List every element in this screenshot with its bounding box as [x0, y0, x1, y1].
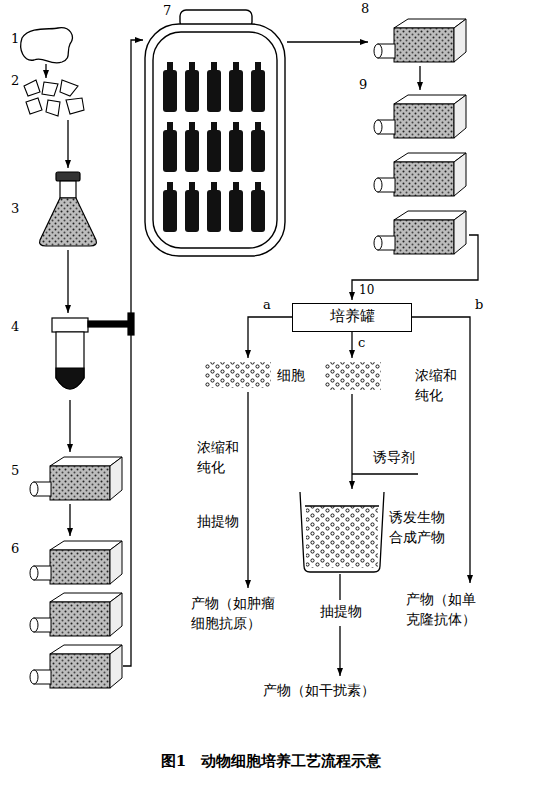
- digestion-flask: [40, 172, 97, 246]
- flow-label: 抽提物: [319, 602, 363, 622]
- product-label: 产物（如干扰素）: [262, 681, 376, 701]
- culture-bottle: [30, 593, 122, 636]
- flow-label: 浓缩和纯化: [196, 438, 241, 477]
- product-label: 产物（如肿瘤细胞抗原）: [190, 594, 277, 633]
- cell-cluster: [325, 362, 381, 390]
- figure-caption: 图1 动物细胞培养工艺流程示意: [0, 752, 542, 771]
- step-arrow: [123, 40, 143, 666]
- culture-bottle: [30, 541, 122, 584]
- branch-letter: a: [262, 296, 272, 314]
- flow-label: 诱发生物合成产物: [388, 508, 447, 547]
- step-arrow: [69, 504, 70, 536]
- step-arrow: [287, 41, 368, 42]
- step-number: 4: [10, 318, 20, 336]
- step-arrow: [67, 120, 68, 168]
- induction-beaker: [300, 492, 384, 572]
- roller-bottle-incubator: [145, 10, 285, 256]
- culture-bottle: [374, 95, 466, 138]
- culture-bottle: [30, 645, 122, 688]
- step-number: 5: [10, 462, 20, 480]
- branch-arrow: [351, 332, 352, 358]
- centrifuge-tube: [52, 313, 134, 389]
- flow-arrow: [351, 394, 352, 489]
- step-number: 1: [10, 30, 20, 48]
- step-number: 7: [162, 2, 172, 20]
- product-label: 产物（如单克隆抗体）: [405, 590, 478, 629]
- culture-bottle: [30, 457, 122, 500]
- roller-bottles: [163, 62, 265, 232]
- step-arrow: [67, 250, 68, 313]
- flow-arrow: [339, 574, 340, 600]
- branch-arrow: [248, 317, 292, 358]
- step-arrow: [419, 66, 420, 90]
- cell-cluster: [205, 362, 271, 388]
- step-number: 10: [358, 282, 375, 299]
- step-number: 2: [10, 72, 20, 90]
- flow-arrow: [339, 626, 340, 676]
- flow-label: 抽提物: [196, 512, 240, 532]
- step-arrow: [69, 400, 70, 452]
- flow-label: 细胞: [276, 366, 306, 386]
- step-number: 8: [360, 0, 370, 18]
- flow-label: 浓缩和纯化: [414, 366, 459, 405]
- culture-bottle: [374, 211, 466, 254]
- step-number: 9: [358, 76, 368, 94]
- step-arrow: [352, 235, 478, 300]
- tissue-piece: [21, 28, 73, 63]
- branch-letter: b: [474, 296, 484, 314]
- step-number: 3: [10, 200, 20, 218]
- flow-arrow: [247, 392, 248, 588]
- culture-bottle: [374, 153, 466, 196]
- culture-bottle: [374, 19, 466, 62]
- minced-tissue: [24, 80, 84, 116]
- branch-letter: c: [357, 334, 366, 352]
- inducer-line: [352, 473, 418, 474]
- step-number: 6: [10, 540, 20, 558]
- box-text: 培养罐: [330, 307, 375, 325]
- process-box: 培养罐: [292, 303, 412, 332]
- flow-label: 诱导剂: [372, 448, 416, 468]
- step-arrow: [45, 64, 46, 78]
